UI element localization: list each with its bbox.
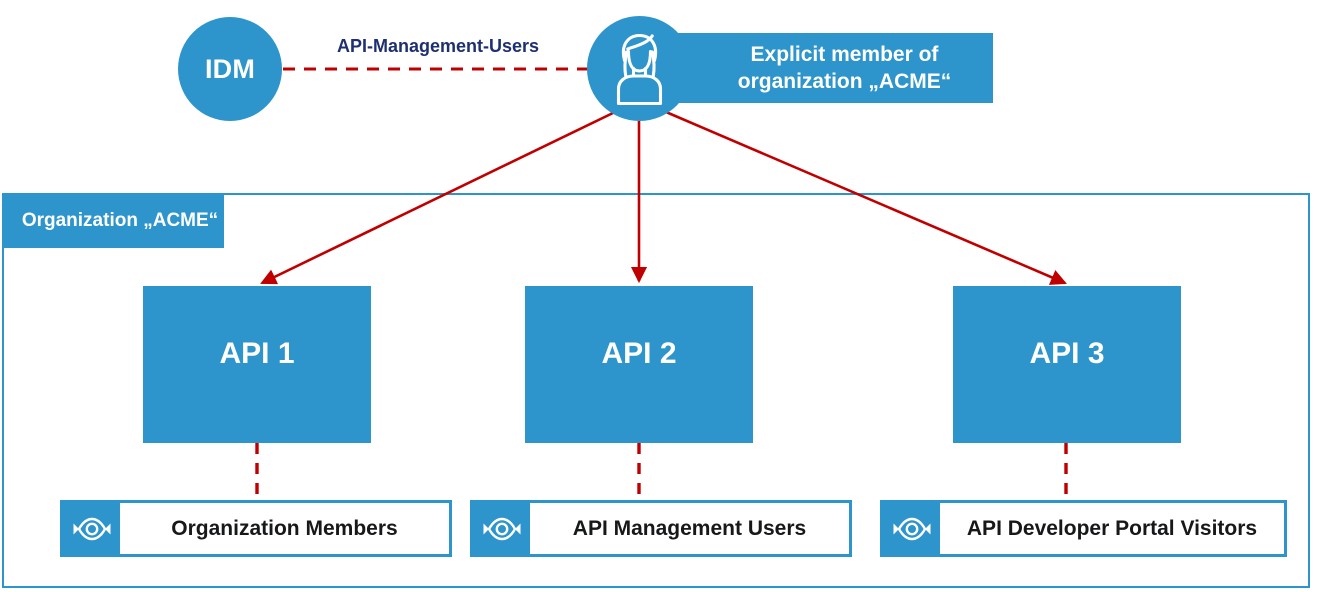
audience-label-2: API Management Users [530, 503, 849, 554]
api-box-1-label: API 1 [219, 336, 295, 370]
organization-tab: Organization „ACME“ [2, 193, 224, 248]
audience-row-1[interactable]: Organization Members [60, 500, 452, 557]
api-box-3-label: API 3 [1029, 336, 1105, 370]
person-icon [616, 33, 663, 106]
api-box-2[interactable]: API 2 [525, 286, 753, 443]
eye-icon [473, 503, 530, 554]
user-node[interactable] [587, 16, 692, 121]
organization-tab-label: Organization „ACME“ [21, 209, 219, 231]
idm-label: IDM [204, 53, 256, 84]
audience-row-3[interactable]: API Developer Portal Visitors [880, 500, 1287, 557]
idm-link-label: API-Management-Users [336, 36, 540, 56]
api-box-2-label: API 2 [601, 336, 677, 370]
api-box-1[interactable]: API 1 [143, 286, 371, 443]
eye-icon [883, 503, 940, 554]
explicit-member-banner: Explicit member of organization „ACME“ [660, 33, 993, 103]
idm-node[interactable]: IDM [178, 17, 282, 121]
organization-box [2, 193, 1310, 588]
api-box-3[interactable]: API 3 [953, 286, 1181, 443]
audience-row-2[interactable]: API Management Users [470, 500, 852, 557]
explicit-member-label: Explicit member of organization „ACME“ [737, 43, 952, 93]
audience-label-1: Organization Members [120, 503, 449, 554]
audience-label-3: API Developer Portal Visitors [940, 503, 1284, 554]
eye-icon [63, 503, 120, 554]
